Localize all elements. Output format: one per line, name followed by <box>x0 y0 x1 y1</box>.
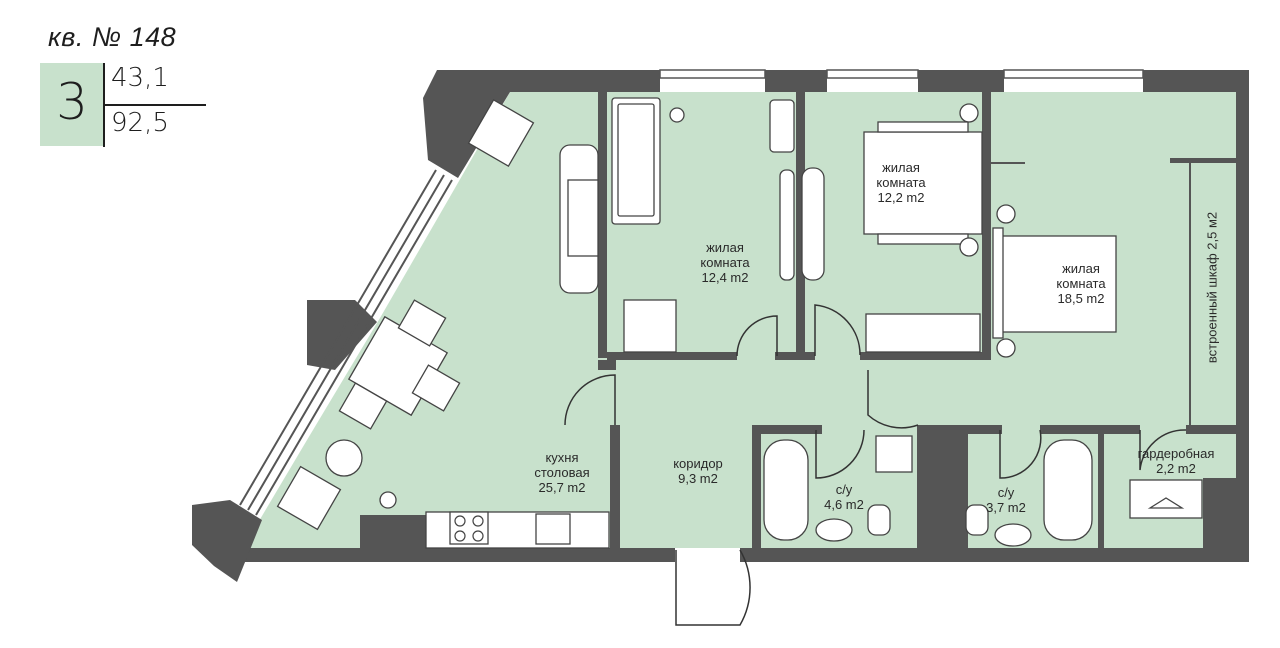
rooms-count: 3 <box>56 73 88 131</box>
room-name: с/у <box>835 482 853 497</box>
room-area: 4,6 m2 <box>824 497 864 512</box>
room-label-bath-1: с/у 4,6 m2 <box>822 482 866 512</box>
outer-walls <box>192 70 1249 582</box>
room-name: комната <box>1056 276 1106 291</box>
room-area: 25,7 m2 <box>538 480 586 495</box>
room-name: с/у <box>997 485 1015 500</box>
room-label-kitchen: кухня столовая 25,7 m2 <box>526 450 598 495</box>
top-windows <box>659 69 1144 79</box>
room-name: столовая <box>534 465 590 480</box>
hob-burners <box>454 515 484 542</box>
room-name: гардеробная <box>1137 446 1215 461</box>
room-label-living-1: жилая комната 12,4 m2 <box>690 240 760 285</box>
diagonal-window <box>239 169 453 516</box>
rooms-badge: 3 <box>40 63 104 146</box>
room-area: 9,3 m2 <box>678 471 718 486</box>
room-name: жилая <box>1062 261 1100 276</box>
apartment-title: кв. № 148 <box>48 22 177 52</box>
room-label-corridor: коридор 9,3 m2 <box>662 456 734 486</box>
area-divider <box>103 104 206 106</box>
room-area: 3,7 m2 <box>986 500 1026 515</box>
total-area: 92,5 <box>111 108 169 138</box>
room-label-living-3: жилая комната 18,5 m2 <box>1046 261 1116 306</box>
room-label-living-2: жилая комната 12,2 m2 <box>866 160 936 205</box>
room-area: 12,4 m2 <box>701 270 749 285</box>
room-name: жилая <box>706 240 744 255</box>
doors <box>564 304 1187 626</box>
room-name: комната <box>876 175 926 190</box>
closet <box>991 162 1191 425</box>
room-area: 2,2 m2 <box>1156 461 1196 476</box>
room-name: кухня <box>545 450 579 465</box>
room-area: 18,5 m2 <box>1057 291 1105 306</box>
room-area: 12,2 m2 <box>877 190 925 205</box>
room-name: комната <box>700 255 750 270</box>
room-label-bath-2: с/у 3,7 m2 <box>984 485 1028 515</box>
room-name: коридор <box>673 456 723 471</box>
room-label-wardrobe: гардеробная 2,2 m2 <box>1128 446 1224 476</box>
interior-walls <box>598 92 1236 548</box>
room-name: жилая <box>882 160 920 175</box>
living-area: 43,1 <box>111 63 169 93</box>
closet-label: встроенный шкаф 2,5 м2 <box>1204 211 1220 364</box>
furniture <box>276 97 1203 549</box>
